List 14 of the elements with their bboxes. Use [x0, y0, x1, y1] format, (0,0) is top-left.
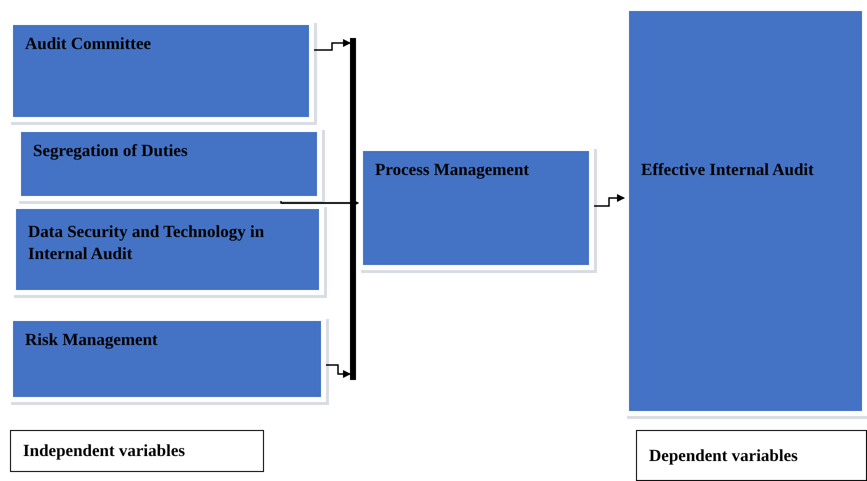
junction-bar — [350, 38, 356, 380]
arrow — [594, 194, 625, 207]
box-title: Segregation of Duties — [33, 140, 189, 162]
label-text: Independent variables — [23, 440, 185, 462]
arrow — [326, 364, 351, 378]
label-text: Dependent variables — [649, 444, 798, 467]
box-title: Risk Management — [25, 329, 159, 351]
box-title: Audit Committee — [25, 33, 152, 55]
arrow — [314, 39, 351, 51]
label-box — [10, 430, 264, 472]
box-title: Effective Internal Audit — [641, 159, 815, 181]
box-title: Data Security and Technology in Internal Audit — [28, 221, 266, 265]
box-title: Process Management — [375, 159, 530, 181]
label-box — [636, 430, 867, 481]
